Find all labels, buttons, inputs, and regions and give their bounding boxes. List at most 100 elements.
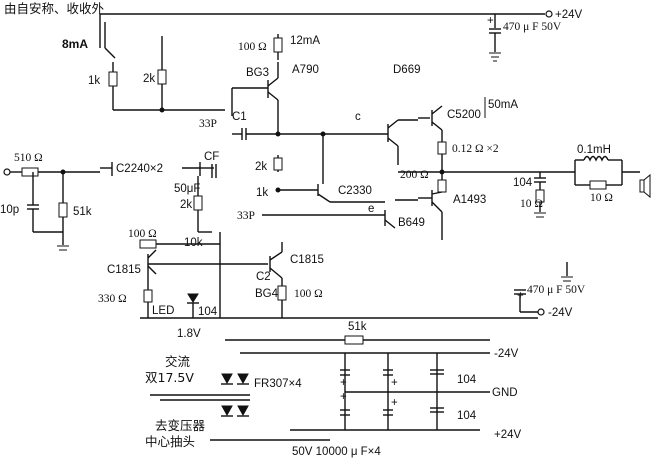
transformer-label-line2: 中心抽头 — [145, 434, 195, 449]
rectifier-diode-icon — [237, 373, 249, 385]
top-cropped-text: 由自安称、收收外 — [4, 1, 105, 16]
c33p-top-label: 33P — [199, 118, 217, 130]
r330-resistor — [143, 289, 153, 303]
bg3-emitter — [267, 91, 279, 101]
c33p-mid-label: 33P — [237, 210, 255, 222]
led-label: LED — [152, 305, 174, 317]
bg3-label: BG3 — [246, 67, 269, 79]
junction-dot — [275, 131, 281, 137]
psu-ground-label: GND — [492, 387, 518, 399]
bottom-filter-cap-label: 470 μ F 50V — [527, 284, 586, 296]
transformer-label-line1: 去变压器 — [155, 418, 206, 433]
parallel-resistor — [589, 180, 607, 190]
psu-positive-label: +24V — [494, 429, 522, 441]
bg4-label: BG4 — [255, 288, 279, 300]
speaker-cone — [643, 173, 651, 199]
cap-plus-sign: + — [340, 391, 347, 403]
bg3-collector — [267, 77, 279, 87]
d669-emitter — [387, 137, 399, 147]
c5200-collector — [431, 105, 443, 115]
current-source-resistor — [139, 239, 157, 249]
top-positive-rail-label: +24V — [555, 9, 583, 21]
cap-plus-sign: + — [391, 397, 398, 409]
c5200-label: C5200 — [447, 109, 481, 121]
c1815-left-emitter — [147, 265, 157, 275]
r330-label: 330 Ω — [98, 293, 127, 305]
current-8ma-label: 8mA — [62, 37, 88, 51]
c2-label: C2 — [256, 271, 271, 283]
d669-label: D669 — [393, 64, 421, 76]
rectifier-diode-icon — [221, 405, 233, 417]
b649-label: B649 — [398, 217, 425, 229]
feedback-resistor — [193, 195, 203, 211]
input-bias-resistor-label: 51k — [73, 206, 92, 218]
psu-caps-label: 50V 10000 μ F×4 — [292, 446, 381, 458]
input-resistor — [21, 167, 39, 177]
c5200-emitter — [431, 121, 443, 131]
feed-wire — [104, 47, 116, 59]
emitter-resistor-upper — [437, 141, 447, 155]
zobel-resistor-label: 10 Ω — [520, 198, 543, 210]
led-diode-icon — [187, 293, 199, 303]
rectifier-diode-icon — [221, 373, 233, 385]
vbe-resistor-top — [273, 157, 283, 171]
top-positive-terminal — [545, 10, 553, 18]
r2k-mid-label: 2k — [255, 161, 267, 173]
cap-plus-sign: + — [487, 15, 494, 27]
r1k-top-label: 1k — [88, 75, 100, 87]
input-cap-label: 10p — [0, 204, 19, 216]
c2-collector — [269, 251, 283, 261]
r100-mid-label: 100 Ω — [128, 228, 157, 240]
emitter-resistor-lower — [437, 179, 447, 193]
vbe-emitter — [317, 193, 331, 203]
input-bias-resistor — [58, 202, 68, 218]
c1815-right-label: C1815 — [290, 254, 324, 266]
r100-top-label: 100 Ω — [238, 41, 267, 53]
feedback-cap-label: 50μF — [174, 183, 200, 195]
vbe-transistor-label: C2330 — [338, 185, 372, 197]
cap-104-lower-label: 104 — [198, 306, 218, 318]
psu-negative-label: -24V — [494, 348, 519, 360]
feedback-51k-resistor — [344, 335, 364, 345]
parallel-resistor-label: 10 Ω — [590, 192, 613, 204]
r1k-mid-label: 1k — [256, 187, 268, 199]
node-c-label: c — [355, 111, 361, 123]
resistor-100-top — [273, 37, 283, 53]
r100-bottom-label: 100 Ω — [294, 288, 323, 300]
speaker-icon — [639, 179, 645, 193]
psu-cap-104-upper: 104 — [457, 374, 477, 386]
c2-emitter — [269, 267, 283, 279]
r10k-label: 10k — [184, 237, 203, 249]
feedback-resistor-label: 2k — [180, 199, 192, 211]
bg4-resistor — [277, 285, 287, 301]
resistor-2k-top — [157, 69, 167, 85]
c1-label: C1 — [232, 111, 247, 123]
b649-collector — [384, 219, 396, 229]
inductor-coil — [583, 155, 609, 162]
negative-terminal — [537, 308, 545, 316]
junction-dot — [275, 187, 281, 193]
rectifier-label: FR307×4 — [254, 378, 302, 390]
r200-label: 200 Ω — [400, 169, 429, 181]
zobel-cap-label: 104 — [513, 177, 533, 189]
feedback-51k-label: 51k — [348, 321, 367, 333]
cap-plus-sign: + — [517, 290, 524, 302]
top-filter-cap-label: 470 μ F 50V — [503, 21, 562, 33]
a1493-collector — [431, 201, 443, 213]
inductor-label: 0.1mH — [577, 144, 611, 156]
cf-label: CF — [204, 151, 219, 163]
r2k-top-label: 2k — [143, 73, 155, 85]
rectifier-diode-icon — [237, 405, 249, 417]
c1815-left-collector — [147, 249, 157, 259]
input-resistor-label: 510 Ω — [14, 152, 43, 164]
diff-pair-label: C2240×2 — [116, 163, 163, 175]
a790-label: A790 — [292, 64, 319, 76]
emitter-resistors-label: 0.12 Ω ×2 — [452, 143, 499, 155]
negative-rail-label: -24V — [548, 307, 573, 319]
input-terminal — [3, 168, 11, 176]
psu-cap-104-lower: 104 — [457, 410, 477, 422]
a1493-emitter — [431, 191, 443, 195]
cap-plus-sign: + — [391, 377, 398, 389]
